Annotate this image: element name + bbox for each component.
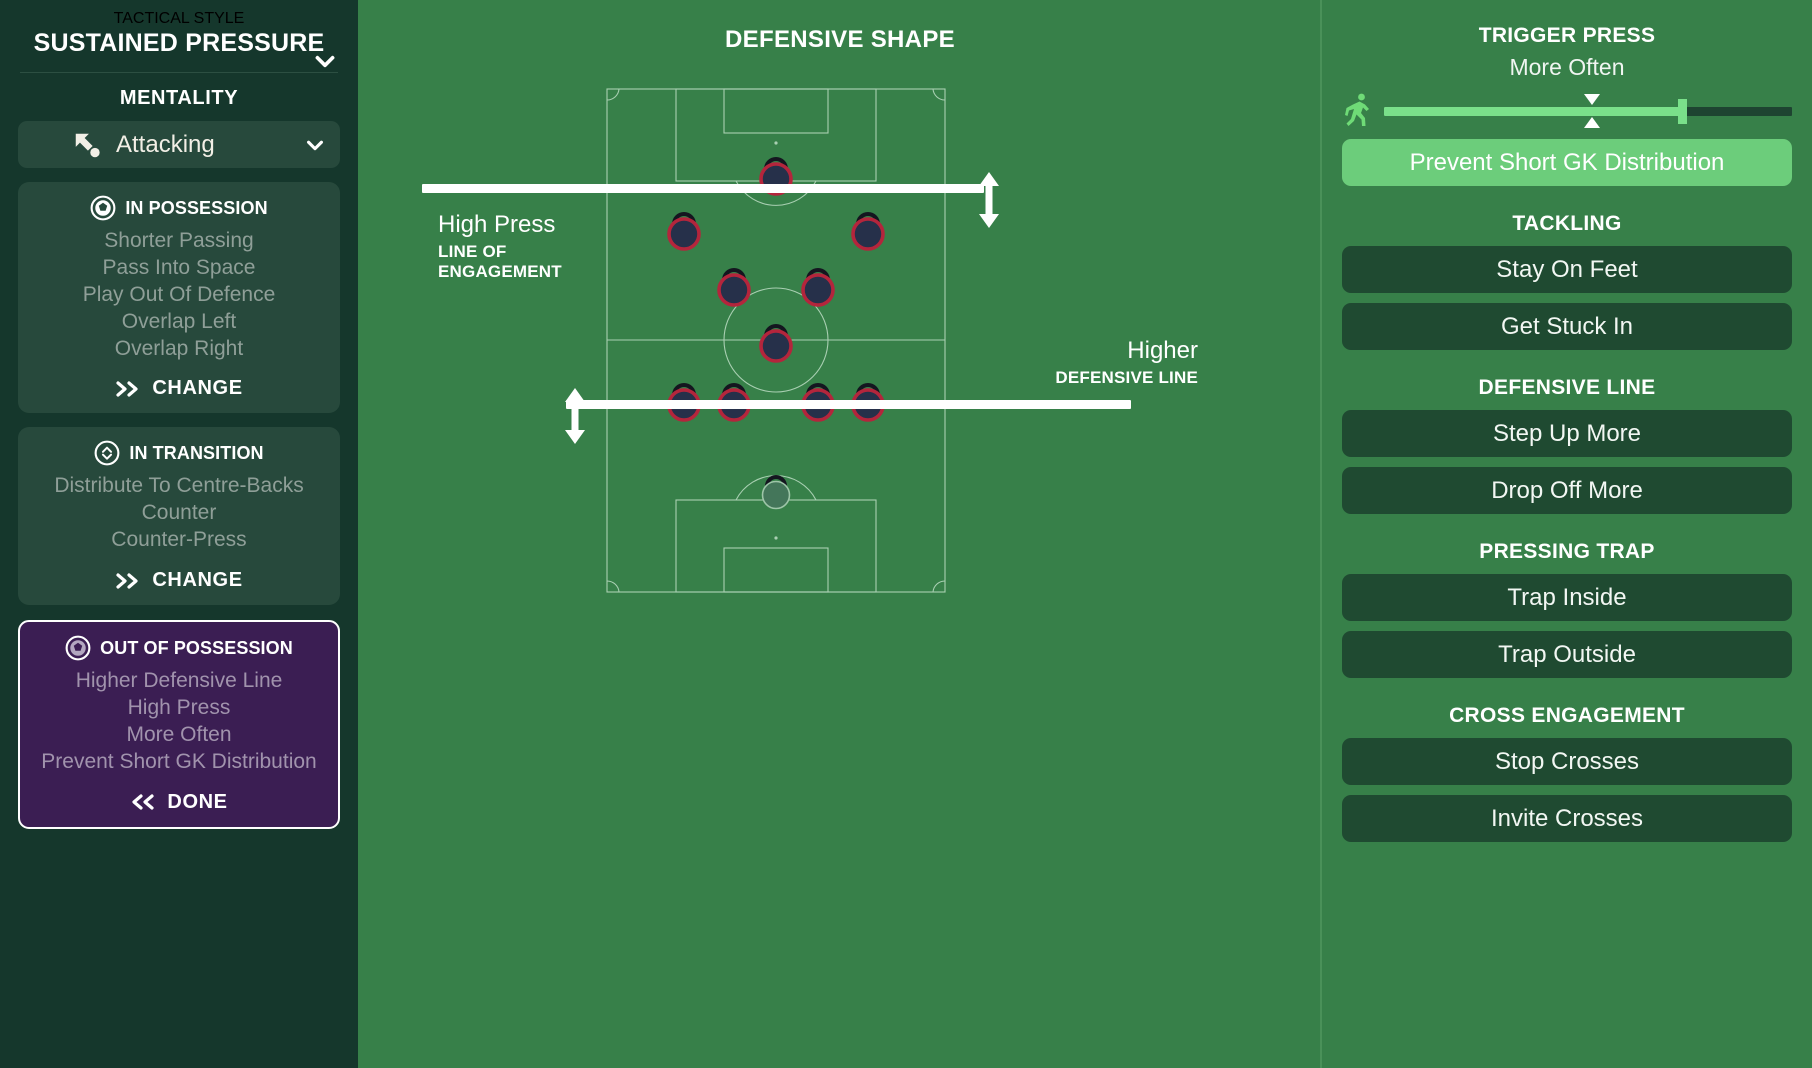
trigger-press-title: TRIGGER PRESS — [1478, 24, 1656, 47]
option-trap-inside[interactable]: Trap Inside — [1342, 574, 1792, 621]
group-defensive-line: DEFENSIVE LINE Step Up More Drop Off Mor… — [1342, 376, 1792, 514]
dl-value: Higher — [1127, 337, 1198, 364]
phase-title: IN TRANSITION — [129, 442, 264, 463]
option-step-up-more[interactable]: Step Up More — [1342, 410, 1792, 457]
group-title: TACKLING — [1512, 212, 1622, 235]
phase-title: IN POSSESSION — [125, 197, 268, 218]
dl-caption: DEFENSIVE LINE — [1055, 368, 1198, 388]
slider-marker-up-icon — [1584, 94, 1601, 105]
phase-title: OUT OF POSSESSION — [100, 637, 293, 658]
tactical-style-text: TACTICAL STYLE SUSTAINED PRESSURE — [18, 10, 340, 57]
phase-instruction: Pass Into Space — [102, 255, 256, 279]
up-down-arrow-icon[interactable] — [558, 386, 592, 446]
option-prevent-short-gk-distribution[interactable]: Prevent Short GK Distribution — [1342, 139, 1792, 186]
trigger-press-slider-row — [1342, 93, 1792, 129]
group-title: DEFENSIVE LINE — [1478, 376, 1656, 399]
phase-instruction: Distribute To Centre-Backs — [54, 474, 304, 498]
slider-handle[interactable] — [1677, 99, 1687, 124]
group-cross-engagement: CROSS ENGAGEMENT Stop Crosses Invite Cro… — [1342, 704, 1792, 842]
pitch-panel: DEFENSIVE SHAPE — [358, 0, 1322, 1068]
pitch-title: DEFENSIVE SHAPE — [725, 26, 955, 53]
group-pressing-trap: PRESSING TRAP Trap Inside Trap Outside — [1342, 540, 1792, 678]
done-label: DONE — [167, 790, 228, 813]
change-label: CHANGE — [152, 569, 243, 591]
football-icon — [90, 195, 116, 221]
change-label: CHANGE — [152, 377, 243, 400]
group-title: PRESSING TRAP — [1479, 540, 1655, 563]
group-title: CROSS ENGAGEMENT — [1449, 704, 1685, 727]
panel-divider — [1320, 0, 1322, 1068]
change-in-possession-button[interactable]: CHANGE — [115, 377, 242, 400]
tactical-style-selector[interactable]: TACTICAL STYLE SUSTAINED PRESSURE — [18, 6, 340, 68]
chevron-down-icon[interactable] — [304, 134, 326, 156]
phase-card-in-transition: IN TRANSITION Distribute To Centre-Backs… — [18, 427, 340, 605]
phase-instruction: Counter — [141, 501, 217, 525]
tactical-style-value: SUSTAINED PRESSURE — [33, 29, 325, 57]
phase-header: OUT OF POSSESSION — [65, 635, 293, 661]
up-down-arrow-icon[interactable] — [972, 170, 1006, 230]
phase-instruction: High Press — [127, 695, 231, 719]
tactics-sidebar: TACTICAL STYLE SUSTAINED PRESSURE MENTAL… — [0, 0, 358, 1068]
phase-instruction: Counter-Press — [111, 528, 247, 552]
option-trap-outside[interactable]: Trap Outside — [1342, 631, 1792, 678]
defensive-line-label: Higher DEFENSIVE LINE — [978, 338, 1198, 388]
phase-header: IN TRANSITION — [94, 440, 264, 466]
phase-instruction: Higher Defensive Line — [75, 669, 283, 692]
slider-marker-down-icon — [1584, 117, 1601, 128]
trigger-press-slider[interactable] — [1384, 94, 1792, 128]
phase-card-out-of-possession: OUT OF POSSESSION Higher Defensive Line … — [18, 620, 340, 829]
double-chevron-right-icon — [115, 571, 141, 591]
player-marker — [667, 157, 885, 510]
option-drop-off-more[interactable]: Drop Off More — [1342, 467, 1792, 514]
running-player-icon — [1344, 93, 1374, 129]
double-chevron-left-icon — [130, 792, 156, 812]
chevron-down-icon[interactable] — [312, 48, 338, 74]
change-in-transition-button[interactable]: CHANGE — [115, 569, 242, 592]
mentality-selector[interactable]: Attacking — [18, 121, 340, 168]
loe-value: High Press — [438, 211, 556, 238]
option-get-stuck-in[interactable]: Get Stuck In — [1342, 303, 1792, 350]
phase-instruction: Overlap Right — [114, 336, 244, 360]
tactical-style-label: TACTICAL STYLE — [113, 10, 245, 27]
mentality-label: MENTALITY — [119, 87, 239, 109]
phase-instruction: Play Out Of Defence — [82, 282, 276, 306]
line-of-engagement-bar[interactable] — [422, 184, 984, 193]
football-icon — [65, 635, 91, 661]
phase-instruction: Shorter Passing — [104, 229, 254, 252]
double-chevron-right-icon — [115, 379, 141, 399]
option-stop-crosses[interactable]: Stop Crosses — [1342, 738, 1792, 785]
trigger-press-value: More Often — [1509, 54, 1625, 80]
transition-icon — [94, 440, 120, 466]
phase-card-in-possession: IN POSSESSION Shorter Passing Pass Into … — [18, 182, 340, 414]
phase-instruction: Overlap Left — [121, 309, 237, 333]
phase-instruction: More Often — [126, 722, 232, 746]
option-stay-on-feet[interactable]: Stay On Feet — [1342, 246, 1792, 293]
group-tackling: TACKLING Stay On Feet Get Stuck In — [1342, 212, 1792, 350]
phase-instruction: Prevent Short GK Distribution — [41, 749, 317, 773]
defensive-options-panel: TRIGGER PRESS More Often Prevent Short G… — [1322, 0, 1812, 1068]
attacking-arrow-icon — [72, 130, 102, 160]
slider-fill — [1384, 107, 1682, 116]
pitch-diagram[interactable] — [606, 88, 946, 593]
done-button[interactable]: DONE — [130, 791, 227, 814]
defensive-line-bar[interactable] — [566, 400, 1131, 409]
option-invite-crosses[interactable]: Invite Crosses — [1342, 795, 1792, 842]
mentality-value: Attacking — [116, 130, 215, 158]
sidebar-divider — [20, 72, 338, 73]
phase-header: IN POSSESSION — [90, 195, 268, 221]
